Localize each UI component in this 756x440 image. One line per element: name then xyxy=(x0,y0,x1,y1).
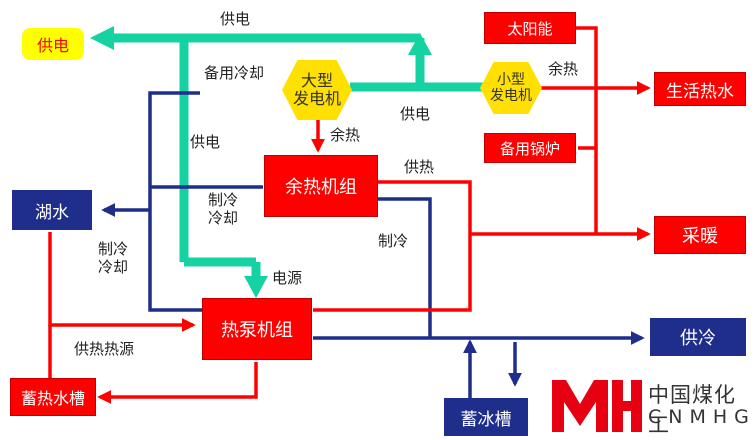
power-supply-node: 供电 xyxy=(22,28,84,60)
power-lines xyxy=(90,26,490,298)
label-heat-supply: 供热 xyxy=(404,158,435,176)
label-cooling-cool-2: 制冷 冷却 xyxy=(98,240,129,276)
solar-line xyxy=(576,26,598,150)
power-arrow-up xyxy=(408,33,432,55)
label-power-source: 电源 xyxy=(272,269,303,287)
backup-boiler-node: 备用锅炉 xyxy=(484,133,576,163)
waste-heat-unit-node: 余热机组 xyxy=(264,155,378,217)
heat-lines xyxy=(48,26,651,404)
heat-storage-tank-node: 蓄热水槽 xyxy=(10,378,96,416)
logo-h-right xyxy=(631,380,642,432)
logo-m-shape xyxy=(552,380,608,432)
label-power-top: 供电 xyxy=(220,10,251,28)
label-refrigeration: 制冷 xyxy=(378,232,409,250)
label-power-left: 供电 xyxy=(190,133,221,151)
ice-storage-tank-node: 蓄冰槽 xyxy=(444,398,528,436)
power-arrow-to-supply xyxy=(90,26,114,50)
logo-name-en: CNMHG xyxy=(648,406,756,428)
heat-pump-unit-node: 热泵机组 xyxy=(202,298,312,360)
heat-supply-line xyxy=(313,180,472,312)
label-waste-heat-right: 余热 xyxy=(548,60,579,78)
label-backup-cooling: 备用冷却 xyxy=(204,64,265,82)
heat-storage-line xyxy=(97,362,258,404)
logo-h-bar xyxy=(612,401,642,411)
cooling-supply-node: 供冷 xyxy=(650,318,746,356)
logo-name-cn: 中国煤化工 xyxy=(648,383,736,437)
cooling-lines xyxy=(101,91,645,402)
refrigeration-line xyxy=(378,197,432,338)
label-cooling-cool-1: 制冷 冷却 xyxy=(208,191,239,227)
lake-water-node: 湖水 xyxy=(12,190,92,230)
backup-cooling-line xyxy=(148,91,205,312)
small-generator-node: 小型 发电机 xyxy=(480,62,542,114)
solar-node: 太阳能 xyxy=(484,12,576,44)
heating-node: 采暖 xyxy=(654,216,746,254)
label-waste-heat-down: 余热 xyxy=(330,126,361,144)
label-power-mid: 供电 xyxy=(400,105,431,123)
power-arrow-to-pump xyxy=(244,276,268,298)
domestic-hot-water-node: 生活热水 xyxy=(654,72,746,106)
logo-mark xyxy=(552,380,642,432)
large-generator-node: 大型 发电机 xyxy=(282,60,352,120)
label-heat-supply-source: 供热热源 xyxy=(74,340,135,358)
